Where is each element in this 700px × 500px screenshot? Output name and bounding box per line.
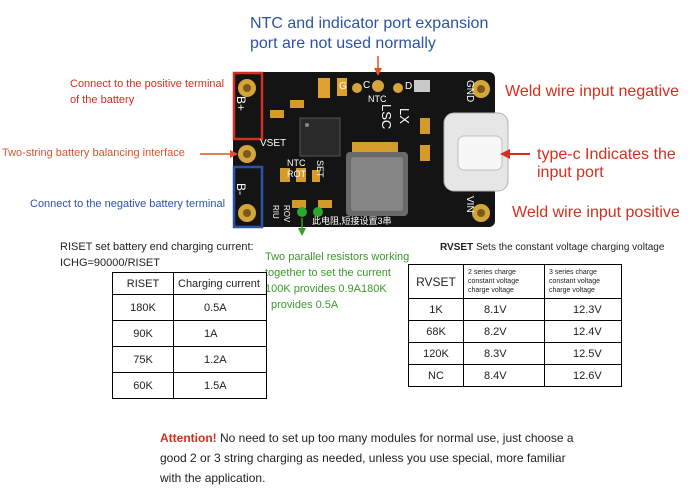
bplus-highlight: [232, 71, 264, 141]
rvset-table: RVSET 2 series charge constant voltage c…: [408, 264, 622, 387]
riset-cell: 90K: [112, 320, 174, 347]
rvset-cell: 12.4V: [544, 320, 622, 343]
riset-formula: ICHG=90000/RISET: [60, 257, 160, 269]
pos-terminal-line2: of the battery: [70, 94, 135, 106]
riset-cell: 0.5A: [173, 294, 267, 321]
rvset-title-bold: RVSET: [440, 242, 474, 253]
silk-rov: ROV: [282, 205, 291, 223]
rvset-header-1: 2 series charge constant voltage charge …: [463, 264, 545, 299]
pos-terminal-line1: Connect to the positive terminal: [70, 78, 225, 90]
rvset-cell: 1K: [408, 298, 464, 321]
rvset-cell: 68K: [408, 320, 464, 343]
attention-line3: with the application.: [160, 471, 266, 485]
neg-terminal-label: Connect to the negative battery terminal: [30, 198, 226, 210]
pad-g: [352, 83, 362, 93]
silk-riu: RIU: [271, 205, 280, 219]
silk-gnd: GND: [464, 80, 475, 103]
green-note-line1: Two parallel resistors working: [265, 251, 410, 263]
silk-ntc: NTC: [287, 158, 306, 168]
rvset-title: RVSET Sets the constant voltage charging…: [440, 242, 664, 253]
riset-title: RISET set battery end charging current:: [60, 241, 254, 253]
silk-ntc-top: NTC: [368, 94, 387, 104]
silk-bminus: B-: [234, 183, 248, 195]
rvset-cell: NC: [408, 364, 464, 387]
silk-d: D: [405, 81, 413, 92]
balance-label: Two-string battery balancing interface: [2, 147, 185, 159]
bminus-highlight: [232, 165, 264, 229]
rvset-title-rest: Sets the constant voltage charging volta…: [473, 242, 665, 253]
silk-set: SET: [315, 160, 325, 178]
rvset-header-0: RVSET: [408, 264, 464, 299]
green-note-line2: together to set the current: [265, 267, 391, 279]
silk-vset: VSET: [260, 138, 287, 149]
silk-bplus: B+: [234, 96, 248, 112]
silk-lx: LX: [397, 108, 412, 124]
attention-note: Attention! No need to set up too many mo…: [160, 428, 700, 488]
attention-line2: good 2 or 3 string charging as needed, u…: [160, 451, 566, 465]
rvset-cell: 8.4V: [463, 364, 545, 387]
top-note-line2: port are not used normally: [250, 35, 436, 52]
riset-cell: 1.2A: [173, 346, 267, 373]
rvset-header-2: 3 series charge constant voltage charge …: [544, 264, 622, 299]
riset-header-0: RISET: [112, 272, 174, 295]
green-note-line3: 100K provides 0.9A180K: [265, 283, 387, 295]
riset-header-1: Charging current: [173, 272, 267, 295]
rvset-cell: 12.3V: [544, 298, 622, 321]
pad-c: [372, 80, 384, 92]
typec-label-line2: input port: [537, 164, 604, 181]
pad-d: [393, 83, 403, 93]
rvset-cell: 12.6V: [544, 364, 622, 387]
riset-cell: 60K: [112, 372, 174, 399]
silk-lsc: LSC: [379, 104, 394, 130]
typec-label-line1: type-c Indicates the: [537, 146, 676, 163]
rvset-cell: 120K: [408, 342, 464, 365]
attention-line1: No need to set up too many modules for n…: [216, 431, 574, 445]
top-note-line1: NTC and indicator port expansion: [250, 15, 489, 32]
riset-cell: 180K: [112, 294, 174, 321]
silk-vin: VIN: [464, 196, 475, 213]
rvset-cell: 8.1V: [463, 298, 545, 321]
riset-cell: 75K: [112, 346, 174, 373]
silk-c: C: [363, 80, 371, 91]
weld-positive-label: Weld wire input positive: [512, 204, 680, 221]
silk-rot: ROT: [287, 169, 306, 179]
riset-cell: 1A: [173, 320, 267, 347]
silk-chinese: 此电阻,短接设置3串: [312, 216, 392, 226]
rvset-cell: 8.3V: [463, 342, 545, 365]
attention-bold: Attention!: [160, 431, 217, 445]
green-note-line4: provides 0.5A: [271, 299, 339, 311]
weld-negative-label: Weld wire input negative: [505, 83, 680, 100]
rvset-cell: 12.5V: [544, 342, 622, 365]
silk-g: G: [339, 81, 347, 92]
rvset-cell: 8.2V: [463, 320, 545, 343]
riset-cell: 1.5A: [173, 372, 267, 399]
